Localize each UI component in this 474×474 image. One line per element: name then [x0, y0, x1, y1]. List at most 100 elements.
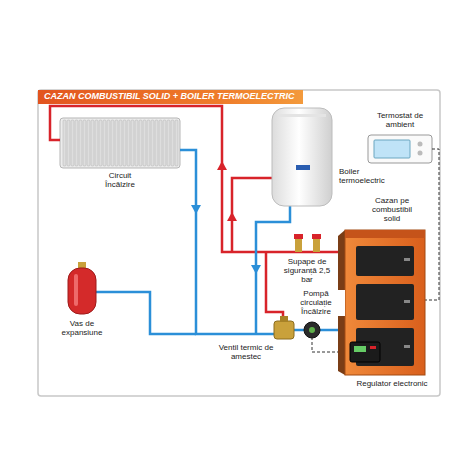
part-label-box: Supape de siguranță 2,5 bar	[280, 258, 335, 284]
title-bar: CAZAN COMBUSTIBIL SOLID + BOILER TERMOEL…	[38, 90, 303, 104]
supply-pipe	[50, 106, 345, 252]
boiler-top	[345, 230, 425, 238]
door-handle	[404, 300, 410, 303]
radiator-fin	[131, 120, 134, 166]
radiator-fin	[99, 120, 102, 166]
vessel-body	[68, 268, 96, 314]
radiator-fin	[127, 120, 130, 166]
thermostat-button	[418, 142, 423, 147]
radiator-fin	[111, 120, 114, 166]
boiler-body	[272, 108, 332, 206]
radiator-fin	[115, 120, 118, 166]
regulator-led	[370, 346, 376, 349]
part-label: Ventil termic de amestec	[215, 344, 277, 362]
part-label-box: Ventil termic de amestec	[215, 344, 277, 362]
safety-valve	[295, 239, 302, 252]
vessel-shine	[74, 274, 78, 306]
flow-arrow	[227, 212, 237, 221]
radiator-fin	[103, 120, 106, 166]
safety-valves	[294, 234, 321, 252]
radiator-fin	[123, 120, 126, 166]
thermostat-screen	[374, 140, 410, 158]
radiator-fin	[139, 120, 142, 166]
radiator-fin	[75, 120, 78, 166]
radiator-fin	[175, 120, 178, 166]
radiator-fin	[163, 120, 166, 166]
safety-valve-cap	[312, 234, 321, 239]
door-handle	[404, 345, 410, 348]
thermostat	[368, 135, 432, 163]
part-label: Boiler termoelectric	[338, 168, 394, 186]
part-label: Pompă circulație Încălzire	[287, 290, 345, 316]
part-label: Circuit Încălzire	[95, 172, 145, 190]
safety-valve	[313, 239, 320, 252]
radiator-fin	[151, 120, 154, 166]
radiator-fin	[119, 120, 122, 166]
pump-hub	[309, 327, 315, 333]
thermostat-button	[418, 151, 423, 156]
return-pipe	[294, 329, 304, 332]
radiator-fin	[159, 120, 162, 166]
part-label-box: Termostat de ambient	[374, 112, 426, 130]
radiator-fin	[67, 120, 70, 166]
return-pipe	[180, 150, 274, 334]
boiler-door	[356, 284, 414, 320]
radiator-fin	[135, 120, 138, 166]
safety-valve-cap	[294, 234, 303, 239]
part-label-box: Vas de expansiune	[55, 320, 109, 338]
part-label-box: Cazan pe combustibil solid	[365, 197, 419, 223]
part-label-box: Pompă circulație Încălzire	[287, 290, 345, 316]
expansion-vessel	[68, 262, 96, 314]
radiator-fin	[155, 120, 158, 166]
solid-fuel-boiler	[338, 230, 425, 375]
boiler-door	[356, 246, 414, 276]
electronic-regulator	[350, 342, 380, 362]
part-label-box: Boiler termoelectric	[338, 168, 394, 186]
return-pipe	[96, 292, 196, 334]
part-label: Supape de siguranță 2,5 bar	[280, 258, 335, 284]
thermostat-body	[368, 135, 432, 163]
radiator-body	[60, 118, 180, 168]
radiator-fin	[171, 120, 174, 166]
part-label: Cazan pe combustibil solid	[365, 197, 419, 223]
diagram-title: CAZAN COMBUSTIBIL SOLID + BOILER TERMOEL…	[38, 90, 303, 104]
radiator-fin	[91, 120, 94, 166]
radiator-fin	[95, 120, 98, 166]
boiler	[272, 108, 332, 206]
control-wire	[425, 149, 439, 300]
part-label: Termostat de ambient	[374, 112, 426, 130]
flow-arrow	[251, 265, 261, 274]
boiler-front	[345, 230, 425, 375]
door-handle	[404, 258, 410, 261]
part-label: Vas de expansiune	[55, 320, 109, 338]
regulator-body	[350, 342, 380, 362]
valve-body	[274, 321, 294, 339]
boiler-logo	[296, 165, 310, 170]
regulator-screen	[354, 346, 366, 352]
boiler-cap	[278, 114, 326, 117]
circulation-pump	[304, 322, 320, 338]
valve-knob	[280, 316, 288, 322]
radiator-fin	[79, 120, 82, 166]
radiator-fin	[147, 120, 150, 166]
part-label-box: Regulator electronic	[346, 380, 438, 389]
radiator	[60, 118, 180, 168]
part-label-box: Circuit Încălzire	[95, 172, 145, 190]
flow-arrow	[191, 205, 201, 214]
radiator-fin	[63, 120, 66, 166]
radiator-fin	[83, 120, 86, 166]
radiator-fin	[107, 120, 110, 166]
radiator-fin	[71, 120, 74, 166]
radiator-fin	[87, 120, 90, 166]
frame	[38, 90, 440, 396]
supply-pipe	[232, 178, 272, 252]
part-label: Regulator electronic	[346, 380, 438, 389]
pump-body	[304, 322, 320, 338]
radiator-fin	[143, 120, 146, 166]
supply-pipes	[50, 106, 345, 320]
flow-arrow	[217, 161, 227, 170]
radiator-fin	[167, 120, 170, 166]
mixing-valve	[274, 316, 294, 339]
